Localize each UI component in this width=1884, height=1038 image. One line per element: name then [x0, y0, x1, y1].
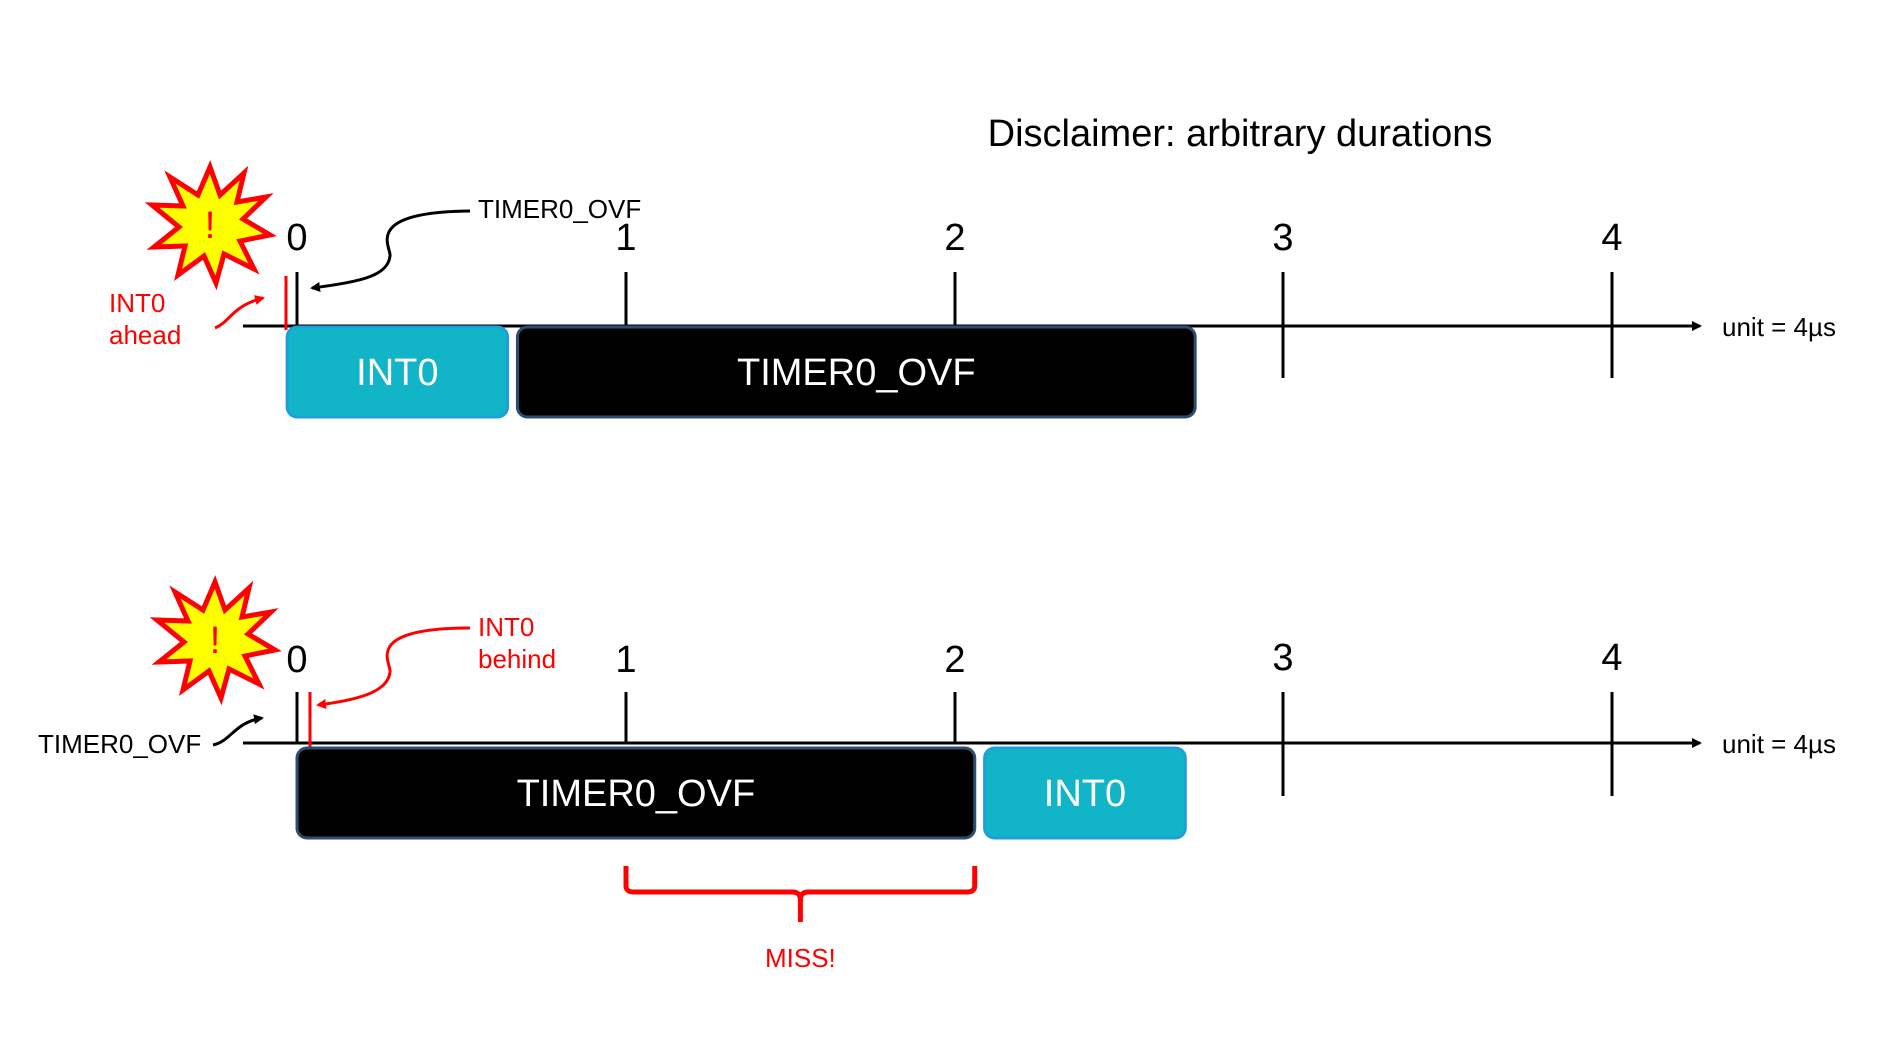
- int0-block: [285, 325, 510, 419]
- unit-label: unit = 4µs: [1722, 729, 1836, 759]
- tick-label-1: 1: [615, 217, 636, 259]
- miss-label: MISS!: [765, 943, 836, 973]
- int0-callout-arrow: [214, 295, 265, 330]
- tick-label-4: 4: [1601, 217, 1622, 259]
- timeline-ahead: ! 0 1 2 3 4 unit = 4µs TIMER0_OVF INT0 a…: [109, 160, 1836, 419]
- explosion-icon: !: [149, 575, 282, 706]
- miss-brace: [623, 866, 978, 922]
- burst-shape: [149, 575, 282, 706]
- timer0-ovf-block: [515, 325, 1197, 419]
- int0-callout-label-line1: INT0: [478, 612, 534, 642]
- tick-label-4: 4: [1601, 637, 1622, 679]
- timer-callout-label: TIMER0_OVF: [38, 729, 201, 759]
- timeline-behind: ! 0 1 2 3 4 unit = 4µs TIMER0_OVF INT0 b…: [38, 575, 1836, 973]
- tick-label-0: 0: [286, 639, 307, 681]
- explosion-icon: !: [144, 160, 277, 291]
- timer-callout-label: TIMER0_OVF: [478, 194, 641, 224]
- tick-label-2: 2: [944, 639, 965, 681]
- timer-callout-arrow: [310, 209, 471, 292]
- execution-blocks: TIMER0_OVF INT0: [295, 746, 1187, 840]
- unit-label: unit = 4µs: [1722, 312, 1836, 342]
- disclaimer-text: Disclaimer: arbitrary durations: [988, 113, 1493, 155]
- int0-block-label: INT0: [356, 352, 438, 394]
- burst-exclamation: !: [205, 205, 216, 247]
- tick-label-1: 1: [615, 639, 636, 681]
- int0-callout-arrow: [316, 626, 471, 709]
- int0-block-label: INT0: [1044, 773, 1126, 815]
- tick-label-2: 2: [944, 217, 965, 259]
- timer0-ovf-block-label: TIMER0_OVF: [737, 352, 976, 394]
- burst-exclamation: !: [210, 620, 221, 662]
- int0-callout-label-line2: ahead: [109, 320, 181, 350]
- burst-shape: [144, 160, 277, 291]
- execution-blocks: INT0 TIMER0_OVF: [285, 325, 1197, 419]
- timer-callout-arrow: [212, 714, 264, 747]
- int0-block: [983, 746, 1187, 840]
- timer0-ovf-block: [295, 746, 977, 840]
- timer0-ovf-block-label: TIMER0_OVF: [517, 773, 756, 815]
- tick-label-3: 3: [1272, 637, 1293, 679]
- tick-label-0: 0: [286, 217, 307, 259]
- tick-label-3: 3: [1272, 217, 1293, 259]
- int0-callout-label-line2: behind: [478, 644, 556, 674]
- int0-callout-label-line1: INT0: [109, 288, 165, 318]
